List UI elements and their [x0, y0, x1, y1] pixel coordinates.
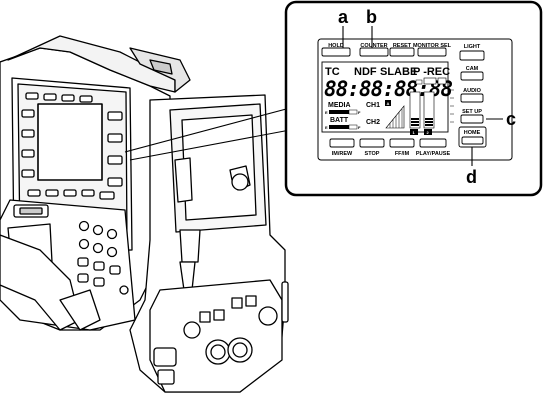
cam-button[interactable] — [460, 71, 484, 81]
stop-button[interactable] — [359, 138, 385, 148]
audio-button[interactable] — [460, 93, 484, 103]
lcd-channel-2: 2 — [427, 130, 430, 135]
ff-button[interactable] — [389, 138, 415, 148]
hold-button[interactable] — [321, 47, 351, 57]
lcd-p-rec: P -REC — [413, 66, 450, 78]
reset-label: RESET — [393, 43, 412, 49]
play-pause-button[interactable] — [419, 138, 447, 148]
counter-label: COUNTER — [360, 43, 387, 49]
callout-a: a — [338, 7, 349, 27]
ff-label: FF/IM — [395, 151, 410, 157]
lcd-ch2: CH2 — [366, 119, 380, 126]
lcd-media: MEDIA — [328, 102, 351, 109]
callout-leaders — [342, 26, 503, 166]
top-button-row: HOLD COUNTER RESET MONITOR SEL LIGHT — [321, 43, 485, 61]
hold-label: HOLD — [328, 43, 344, 49]
audio-label: AUDIO — [463, 88, 481, 94]
lcd-tc: TC — [325, 66, 340, 78]
lcd-a-marker: A — [387, 101, 390, 106]
monitor-sel-button[interactable] — [417, 47, 447, 57]
play-pause-label: PLAY/PAUSE — [416, 151, 451, 157]
home-button[interactable] — [461, 136, 484, 145]
set-up-label: SET UP — [462, 109, 482, 115]
reset-button[interactable] — [389, 47, 415, 57]
lcd-media-e: E — [325, 110, 328, 115]
lcd-batt: BATT — [330, 117, 349, 124]
rew-button[interactable] — [329, 138, 355, 148]
transport-buttons: IM/REW STOP FF/IM PLAY/PAUSE — [329, 138, 451, 157]
lcd-status-display: TC NDF SLABE P -REC 88:88:88:88 MEDIA E … — [321, 61, 453, 135]
lcd-batt-e: E — [325, 125, 328, 130]
counter-button[interactable] — [359, 47, 389, 57]
lcd-ndf: NDF — [354, 66, 377, 78]
callout-c: c — [506, 109, 516, 129]
cam-label: CAM — [466, 66, 479, 72]
right-button-column: CAM AUDIO SET UP HOME — [450, 66, 487, 148]
light-label: LIGHT — [464, 44, 481, 50]
stop-label: STOP — [365, 151, 380, 157]
lcd-ch1: CH1 — [366, 102, 380, 109]
callout-b: b — [366, 7, 377, 27]
camera-body — [0, 35, 291, 393]
lcd-channel-1: 1 — [413, 130, 416, 135]
monitor-sel-label: MONITOR SEL — [413, 43, 452, 49]
lcd-batt-f: F — [358, 125, 361, 130]
light-button[interactable] — [459, 50, 485, 61]
set-up-button[interactable] — [460, 114, 484, 124]
rew-label: IM/REW — [332, 151, 353, 157]
callout-d: d — [466, 167, 477, 187]
lcd-media-f: F — [358, 110, 361, 115]
home-label: HOME — [464, 130, 481, 136]
lcd-slabe: SLABE — [380, 66, 417, 78]
